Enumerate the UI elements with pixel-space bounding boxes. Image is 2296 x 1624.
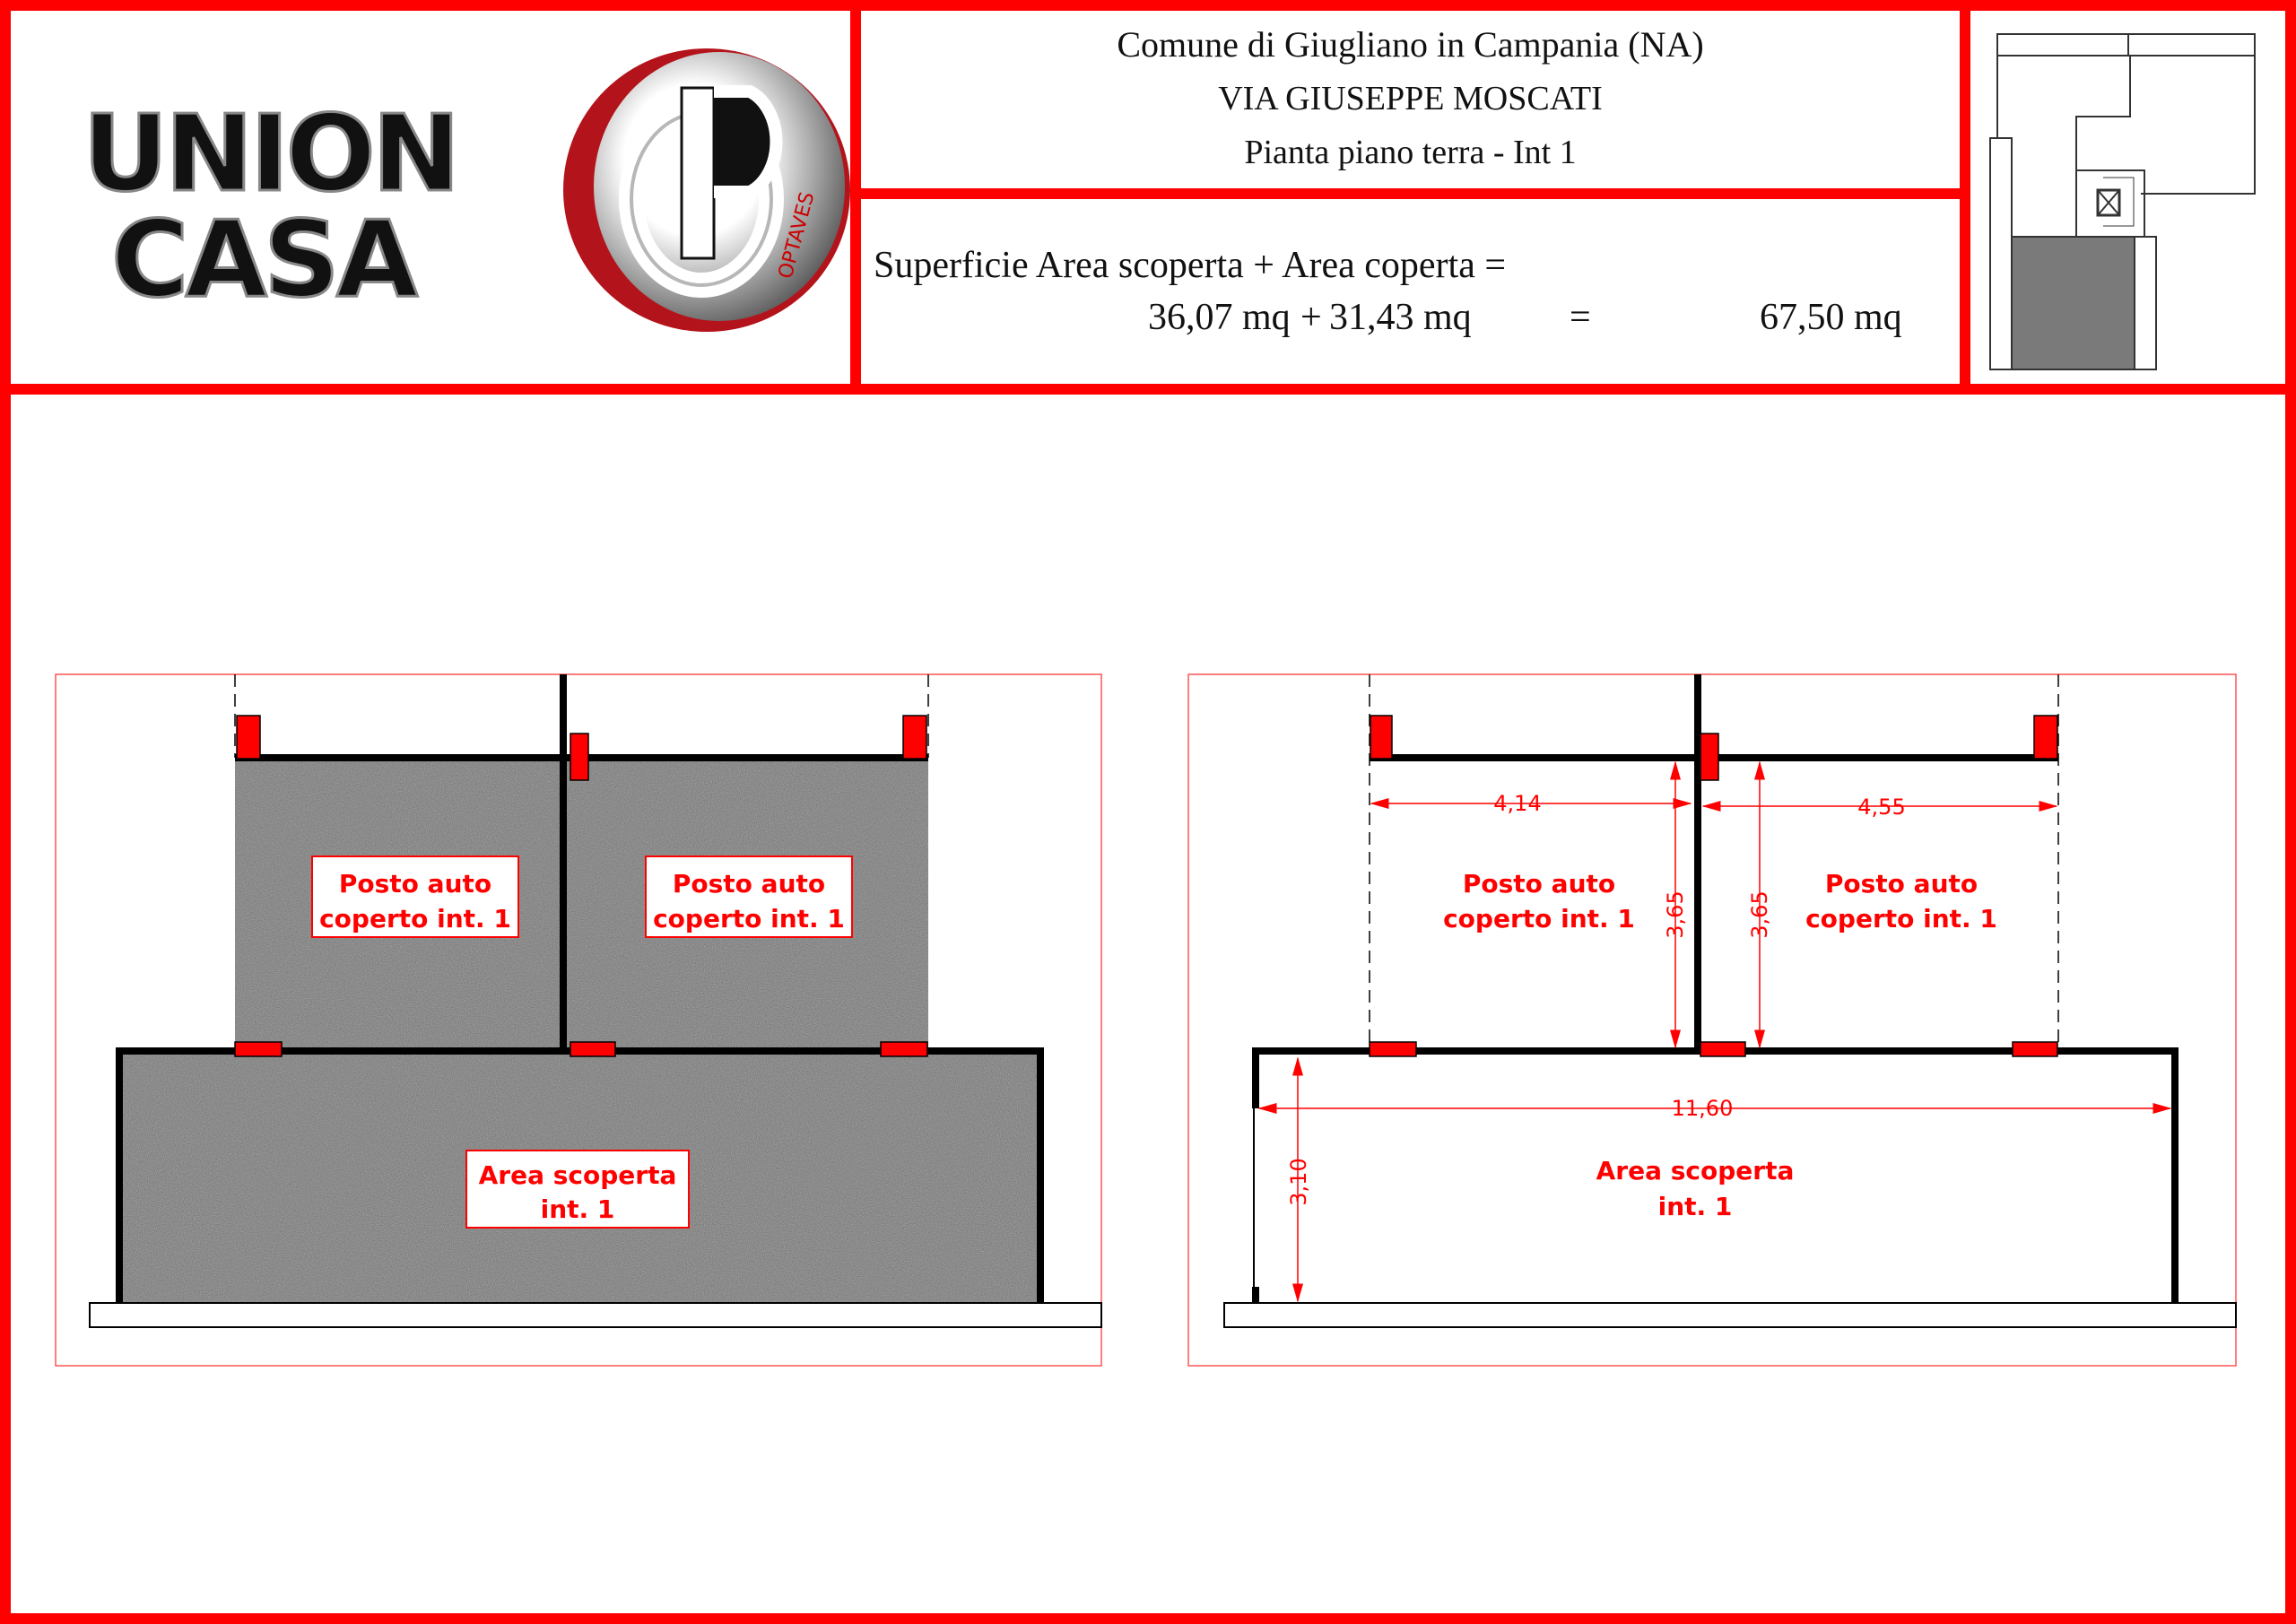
- room-label: coperto int. 1: [1805, 904, 1997, 934]
- total-value: 67,50 mq: [1760, 297, 1902, 338]
- plan-title: Pianta piano terra - Int 1: [1244, 134, 1577, 171]
- room-label: Posto auto: [1463, 869, 1615, 899]
- svg-text:CASA: CASA: [111, 197, 418, 321]
- piers-right: [1369, 715, 2058, 1057]
- dim-depth-right: 3,65: [1747, 890, 1772, 938]
- room-label: int. 1: [1658, 1192, 1733, 1221]
- room-label: int. 1: [541, 1194, 615, 1224]
- dim-depth-left: 3,65: [1663, 890, 1688, 938]
- svg-text:UNION: UNION: [83, 91, 457, 215]
- union-casa-logo: UNION CASA: [82, 91, 463, 323]
- plan-right-border: [1187, 673, 2237, 1367]
- logos: UNION CASA OPTAVES: [82, 48, 850, 332]
- floor-plans: Posto auto coperto int. 1 Posto auto cop…: [55, 673, 2237, 1367]
- room-label-left-3: Area scoperta int. 1: [465, 1150, 690, 1229]
- plan-left: Posto auto coperto int. 1 Posto auto cop…: [55, 673, 1102, 1367]
- dim-total-width: 11,60: [1672, 1096, 1734, 1121]
- dimension-lines: [1257, 760, 2172, 1303]
- surface-panel: Superficie Area scoperta + Area coperta …: [850, 188, 1970, 395]
- surface-label: Superficie Area scoperta + Area coperta …: [874, 245, 1507, 286]
- room-label: coperto int. 1: [653, 904, 845, 934]
- title-panel: Comune di Giugliano in Campania (NA) VIA…: [850, 0, 1970, 199]
- logo-panel: UNION CASA OPTAVES: [0, 0, 861, 395]
- room-label: coperto int. 1: [1443, 904, 1635, 934]
- sidewalk: [1223, 1302, 2237, 1328]
- sidewalk: [89, 1302, 1102, 1328]
- plus-sign: +: [1300, 297, 1322, 338]
- room-label: Posto auto: [673, 869, 825, 899]
- municipality: Comune di Giugliano in Campania (NA): [1117, 24, 1704, 65]
- key-plan-highlight: [2011, 236, 2135, 370]
- room-label: Area scoperta: [479, 1160, 677, 1190]
- drawing-panel: Posto auto coperto int. 1 Posto auto cop…: [0, 384, 2296, 1624]
- area-scoperta-value: 36,07 mq: [1148, 297, 1291, 338]
- room-label: Posto auto: [339, 869, 491, 899]
- room-label: coperto int. 1: [319, 904, 511, 934]
- room-label: Posto auto: [1825, 869, 1978, 899]
- dim-area-depth: 3,10: [1286, 1158, 1311, 1205]
- room-label-left-1: Posto auto coperto int. 1: [311, 855, 519, 938]
- dimension-labels: 4,14 4,55 3,65 3,65 11,60 3,10: [1286, 791, 1906, 1206]
- piers-left: [234, 715, 928, 1057]
- area-coperta-value: 31,43 mq: [1329, 297, 1472, 338]
- street: VIA GIUSEPPE MOSCATI: [1218, 80, 1603, 117]
- room-label: Area scoperta: [1596, 1156, 1795, 1185]
- key-plan-panel: [1960, 0, 2296, 395]
- equals-sign: =: [1570, 297, 1591, 338]
- room-label-left-2: Posto auto coperto int. 1: [645, 855, 853, 938]
- plan-left-border: [55, 673, 1102, 1367]
- dim-width-right: 4,55: [1857, 795, 1905, 820]
- optaves-logo: OPTAVES: [563, 48, 850, 332]
- key-plan: [1989, 33, 2256, 370]
- dim-width-left: 4,14: [1493, 791, 1541, 816]
- plan-right: 4,14 4,55 3,65 3,65 11,60 3,10 Posto aut…: [1187, 673, 2237, 1367]
